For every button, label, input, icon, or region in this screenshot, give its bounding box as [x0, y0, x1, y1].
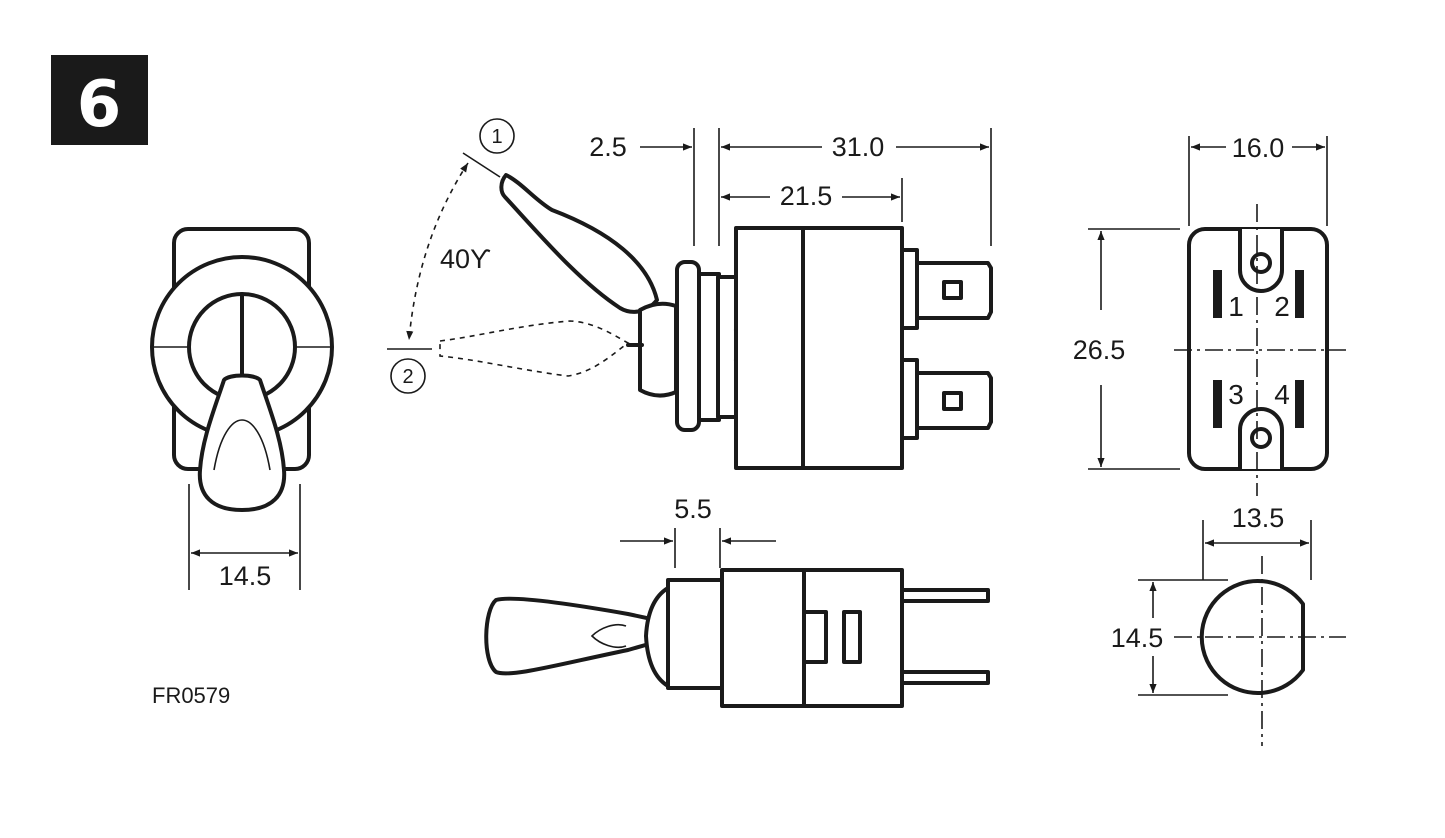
terminal-3-label: 3: [1228, 379, 1244, 410]
position-2-label: 2: [402, 366, 413, 388]
rear-height-dimension: 26.5: [1073, 335, 1126, 365]
side-view: 1 40ϒ 2 2.5: [387, 118, 993, 470]
bottom-view: 5.5: [484, 494, 990, 708]
thread-diameter-dimension: 13.5: [1232, 503, 1285, 533]
overall-length-dimension: 31.0: [832, 132, 885, 162]
terminal-4-label: 4: [1274, 379, 1290, 410]
rear-view: 1 2 3 4 16.0 26.5: [1073, 133, 1346, 496]
figure-number: 6: [77, 68, 122, 142]
angle-dimension: 40ϒ: [440, 244, 491, 274]
terminal-2-label: 2: [1274, 291, 1290, 322]
position-1-label: 1: [491, 126, 502, 148]
body-length-dimension: 21.5: [780, 181, 833, 211]
thread-view: 13.5 14.5: [1111, 503, 1346, 746]
figure-badge: 6: [51, 55, 148, 145]
front-view: 14.5: [150, 227, 334, 591]
bushing-dimension: 2.5: [589, 132, 627, 162]
rear-width-dimension: 16.0: [1232, 133, 1285, 163]
front-width-dimension: 14.5: [219, 561, 272, 591]
terminal-1-label: 1: [1228, 291, 1244, 322]
part-code: FR0579: [152, 683, 230, 708]
lever-offset-dimension: 5.5: [674, 494, 712, 524]
flat-dimension: 14.5: [1111, 623, 1164, 653]
